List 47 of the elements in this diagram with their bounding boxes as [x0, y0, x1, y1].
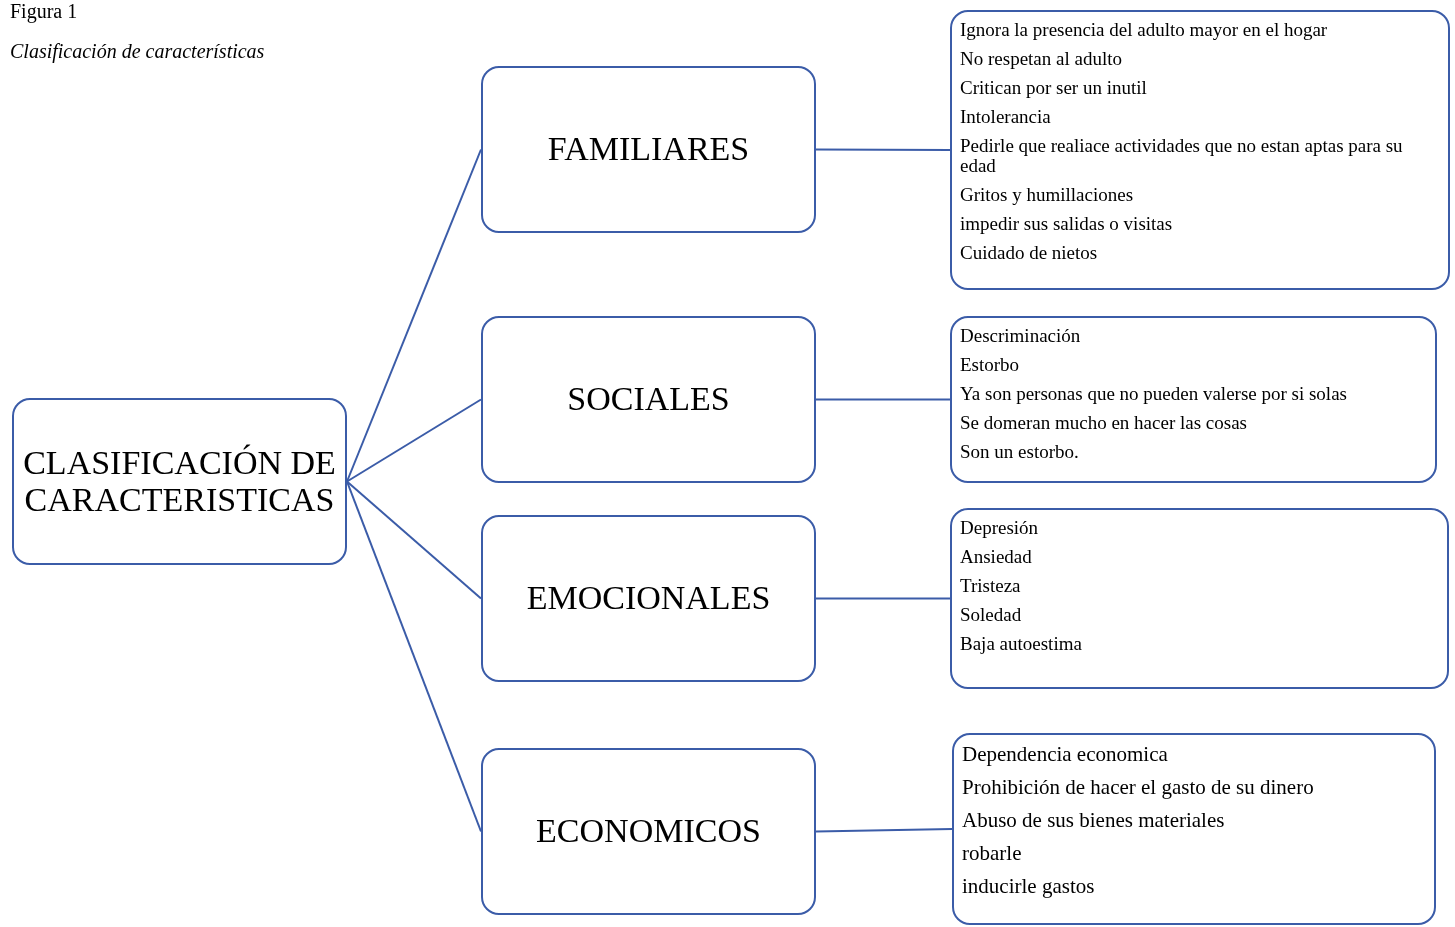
- category-label: FAMILIARES: [547, 131, 750, 168]
- list-item: Cuidado de nietos: [960, 243, 1099, 264]
- list-item: Estorbo: [960, 354, 1021, 376]
- list-item: Soledad: [960, 604, 1023, 626]
- category-label: CLASIFICACIÓN DE CARACTERISTICAS: [22, 444, 337, 519]
- figure-caption: Clasificación de características: [10, 40, 265, 63]
- list-item: No respetan al adulto: [960, 48, 1123, 70]
- connector-line: [346, 148, 482, 483]
- list-item: Gritos y humillaciones: [960, 185, 1135, 207]
- connector-line: [815, 597, 951, 600]
- connector-line: [815, 828, 953, 833]
- category-box: [481, 515, 816, 682]
- list-item: Dependencia economica: [962, 743, 1169, 767]
- category-label: SOCIALES: [567, 381, 730, 418]
- connector-line: [346, 480, 482, 600]
- list-item: Son un estorbo.: [960, 441, 1080, 463]
- category-box: [481, 66, 816, 233]
- category-box: [12, 398, 347, 565]
- category-box: [481, 316, 816, 483]
- list-item: inducirle gastos: [962, 875, 1096, 899]
- figure-title: Figura 1: [10, 0, 78, 23]
- list-item: Depresión: [960, 518, 1040, 539]
- list-item: robarle: [962, 842, 1023, 866]
- category-box: [481, 748, 816, 915]
- list-item: Ansiedad: [960, 546, 1033, 568]
- connector-line: [815, 398, 951, 401]
- list-item: Tristeza: [960, 575, 1022, 597]
- connector-line: [815, 148, 951, 151]
- list-item: Prohibición de hacer el gasto de su dinero: [962, 776, 1315, 800]
- list-item: Se domeran mucho en hacer las cosas: [960, 412, 1248, 434]
- list-box: [950, 508, 1449, 689]
- list-item: Abuso de sus bienes materiales: [962, 809, 1226, 833]
- list-box: [950, 10, 1450, 290]
- list-item: Critican por ser un inutil: [960, 77, 1148, 99]
- connector-line: [346, 398, 482, 483]
- list-item: Baja autoestima: [960, 633, 1083, 655]
- list-item: Pedirle que realiace actividades que no estan aptas para su edad: [960, 135, 1404, 178]
- category-label: EMOCIONALES: [526, 580, 771, 617]
- list-box: [950, 316, 1437, 483]
- list-item: Ignora la presencia del adulto mayor en el hogar: [960, 20, 1329, 41]
- list-box: [952, 733, 1436, 925]
- category-label: ECONOMICOS: [536, 813, 761, 850]
- list-item: Descriminación: [960, 326, 1082, 347]
- list-item: impedir sus salidas o visitas: [960, 214, 1174, 236]
- list-item: Ya son personas que no pueden valerse por si solas: [960, 383, 1348, 405]
- list-item: Intolerancia: [960, 106, 1052, 128]
- connector-line: [346, 480, 482, 833]
